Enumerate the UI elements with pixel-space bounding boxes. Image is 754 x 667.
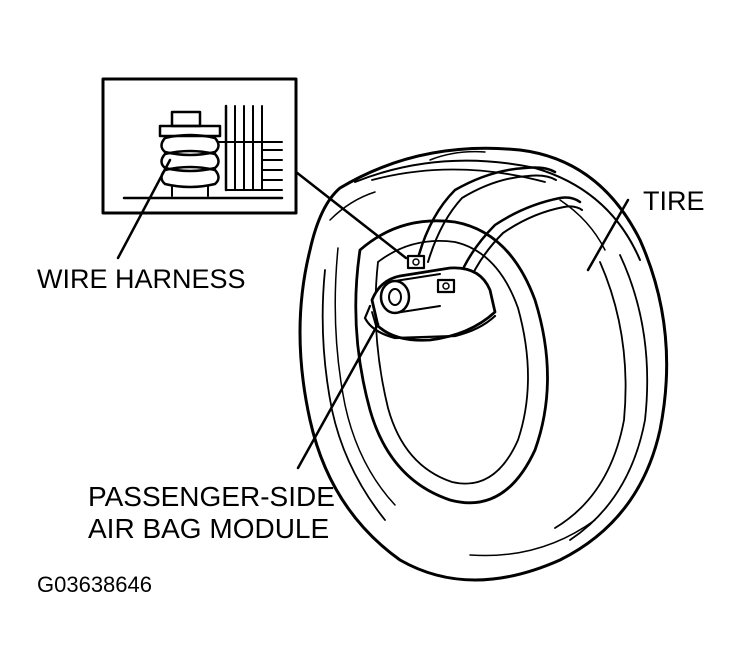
- tire-leader: [586, 198, 630, 272]
- module-label-line2: AIR BAG MODULE: [88, 513, 330, 544]
- module-drawing: [363, 166, 583, 342]
- module-label-line1: PASSENGER-SIDE: [88, 481, 335, 512]
- module-leader: [296, 322, 380, 470]
- tire-drawing: [298, 146, 669, 582]
- figure-code: G03638646: [37, 572, 152, 597]
- tire-label: TIRE: [643, 186, 705, 216]
- wire-harness-label: WIRE HARNESS: [37, 264, 246, 294]
- inset-detail: [101, 77, 298, 215]
- wire-harness-leader: [116, 158, 172, 260]
- inset-leader: [294, 170, 408, 260]
